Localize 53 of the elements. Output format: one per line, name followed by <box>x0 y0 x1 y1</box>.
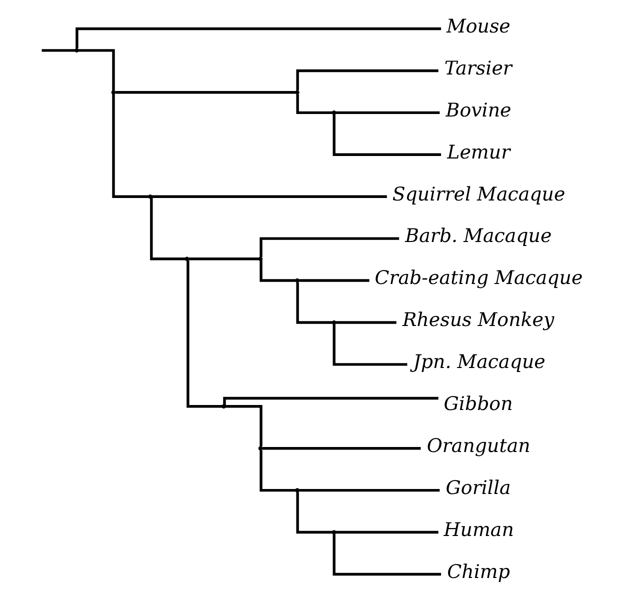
connector <box>299 279 370 282</box>
connector <box>260 450 296 492</box>
node-text: Chimp <box>447 560 510 583</box>
connector <box>296 94 332 114</box>
connector <box>260 260 296 282</box>
node-point <box>332 530 336 534</box>
node-point <box>258 446 263 450</box>
node-point <box>332 320 336 325</box>
connector <box>332 534 442 576</box>
connector <box>188 258 259 260</box>
node-text: Bovine <box>446 99 512 122</box>
connector <box>150 198 186 260</box>
connector <box>298 488 440 492</box>
node-text: Crab-eating Macaque <box>374 267 583 290</box>
node-point <box>184 256 190 261</box>
node-point <box>258 256 263 261</box>
connector <box>152 195 387 198</box>
node-text: Human <box>444 518 514 541</box>
node-text: Squirrel Macaque <box>392 183 566 206</box>
connector <box>296 69 438 90</box>
connector <box>186 260 222 408</box>
node-point <box>332 110 336 115</box>
connector <box>260 237 400 257</box>
connector <box>332 114 442 156</box>
connector <box>296 282 332 324</box>
node-text: Gorilla <box>446 476 511 499</box>
node-point <box>222 404 226 409</box>
connector <box>112 94 149 198</box>
node-text: Mouse <box>446 15 510 38</box>
connector <box>296 492 332 534</box>
node-point <box>74 48 79 53</box>
connector <box>223 396 438 406</box>
node-point <box>148 194 152 199</box>
connector <box>262 447 421 450</box>
node-point <box>295 278 300 283</box>
node-point <box>295 90 300 95</box>
node-text: Barb. Macaque <box>405 225 552 248</box>
node-point <box>295 488 300 492</box>
connector <box>336 530 438 534</box>
connector <box>336 111 440 114</box>
connector <box>78 49 115 91</box>
connector <box>42 49 76 52</box>
node-text: Orangutan <box>426 435 530 458</box>
node-text: Tarsier <box>444 57 512 80</box>
connector <box>116 91 296 94</box>
connector <box>332 324 408 366</box>
node-text: Gibbon <box>444 393 513 416</box>
node-point <box>111 90 116 95</box>
connector <box>336 321 396 324</box>
connector <box>225 405 262 447</box>
node-text: Rhesus Monkey <box>402 309 554 332</box>
connector <box>76 27 442 48</box>
node-text: Lemur <box>447 141 510 164</box>
